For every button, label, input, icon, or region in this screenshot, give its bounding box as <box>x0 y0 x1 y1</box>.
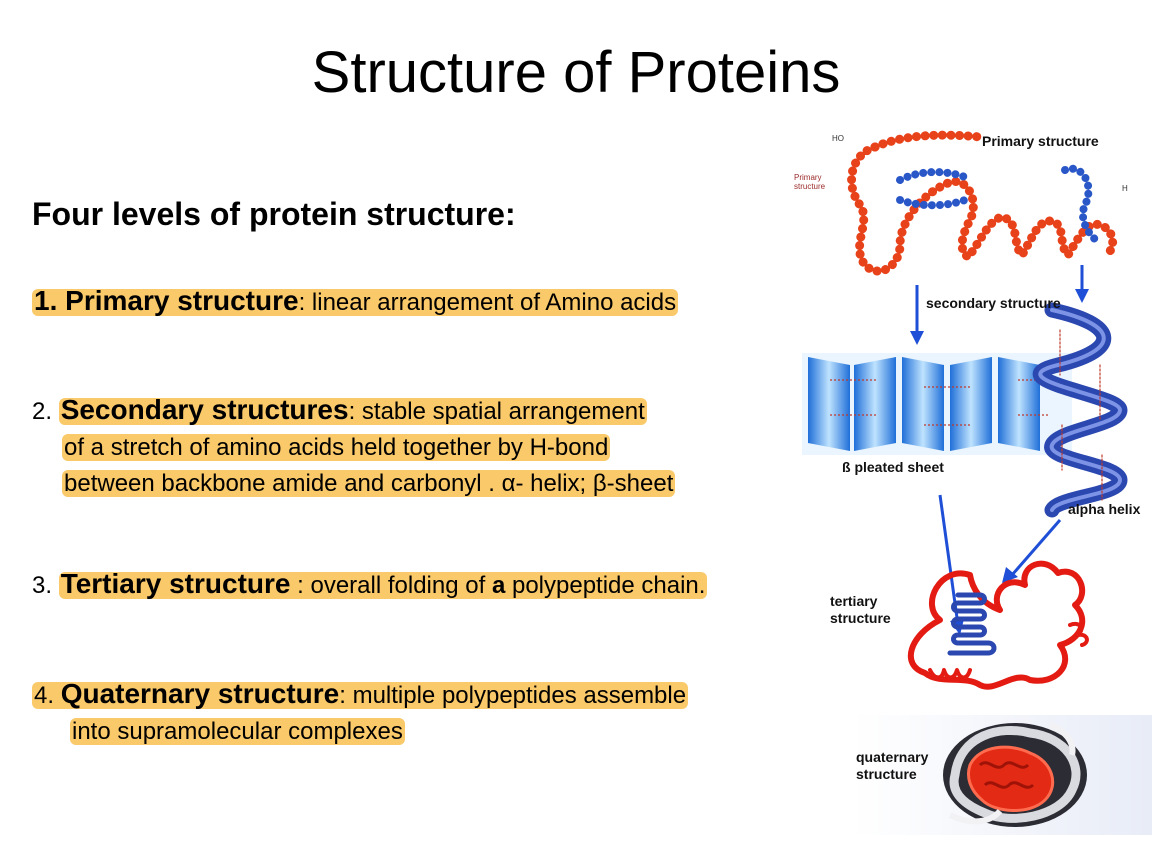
item-description: : overall folding of <box>290 572 492 599</box>
item-primary-highlight: 1. Primary structure: linear arrangement… <box>32 285 679 316</box>
amino-label: H <box>1122 184 1128 193</box>
beta-pleated-sheet <box>802 353 1072 455</box>
item-tertiary-structure: 3. Tertiary structure : overall folding … <box>32 566 708 604</box>
item-term: Secondary structures <box>60 394 349 425</box>
item-number: 2. <box>32 398 59 425</box>
quaternary-structure-label: quaternary structure <box>856 749 929 782</box>
item-bold-article: a <box>491 572 506 599</box>
item-line-1: 2. Secondary structures: stable spatial … <box>32 392 675 430</box>
item-continuation: into supramolecular complexes <box>70 718 405 745</box>
item-line-3: between backbone amide and carbonyl . α-… <box>32 466 676 502</box>
item-term: Tertiary structure <box>60 568 291 599</box>
protein-structure-illustration: HO H <box>802 130 1152 835</box>
item-number: 4. <box>34 682 61 709</box>
pleated-sheet-label: ß pleated sheet <box>842 459 944 475</box>
item-term: Primary structure <box>65 285 299 316</box>
item-tertiary-highlight: Tertiary structure : overall folding of … <box>58 568 708 599</box>
item-term: Quaternary structure <box>60 678 340 709</box>
item-number: 3. <box>32 572 59 599</box>
item-description: : multiple polypeptides assemble <box>339 682 687 709</box>
item-line-1: 4. Quaternary structure: multiple polype… <box>32 676 689 714</box>
tertiary-structure <box>907 560 1089 690</box>
item-description: : stable spatial arrangement <box>348 398 645 425</box>
primary-structure-label: Primary structure <box>982 133 1099 149</box>
item-secondary-structures: 2. Secondary structures: stable spatial … <box>32 392 676 502</box>
alpha-helix <box>1032 302 1128 518</box>
item-continuation: between backbone amide and carbonyl . α-… <box>62 470 676 497</box>
item-continuation: of a stretch of amino acids held togethe… <box>62 434 611 461</box>
primary-bead-chain <box>847 130 1118 276</box>
item-secondary-highlight: Secondary structures: stable spatial arr… <box>58 394 647 425</box>
slide-title: Structure of Proteins <box>311 40 841 105</box>
secondary-structure-label: secondary structure <box>926 295 1061 311</box>
carboxyl-label: HO <box>832 134 844 143</box>
item-primary-structure: 1. Primary structure: linear arrangement… <box>32 283 679 321</box>
item-description-end: polypeptide chain. <box>505 572 706 599</box>
item-line-2: into supramolecular complexes <box>32 714 688 750</box>
quaternary-structure <box>852 715 1152 835</box>
item-quaternary-structure: 4. Quaternary structure: multiple polype… <box>32 676 689 750</box>
slide-subtitle: Four levels of protein structure: <box>32 196 516 232</box>
item-line-2: of a stretch of amino acids held togethe… <box>32 430 675 466</box>
item-quaternary-highlight: 4. Quaternary structure: multiple polype… <box>32 678 689 709</box>
item-number: 1. <box>34 285 66 316</box>
tertiary-structure-label: tertiary structure <box>830 593 891 626</box>
item-description: : linear arrangement of Amino acids <box>298 289 677 316</box>
primary-structure-small-label: Primary structure <box>794 173 826 191</box>
protein-structure-figure: HO H <box>790 125 1152 835</box>
alpha-helix-label: alpha helix <box>1068 501 1141 517</box>
